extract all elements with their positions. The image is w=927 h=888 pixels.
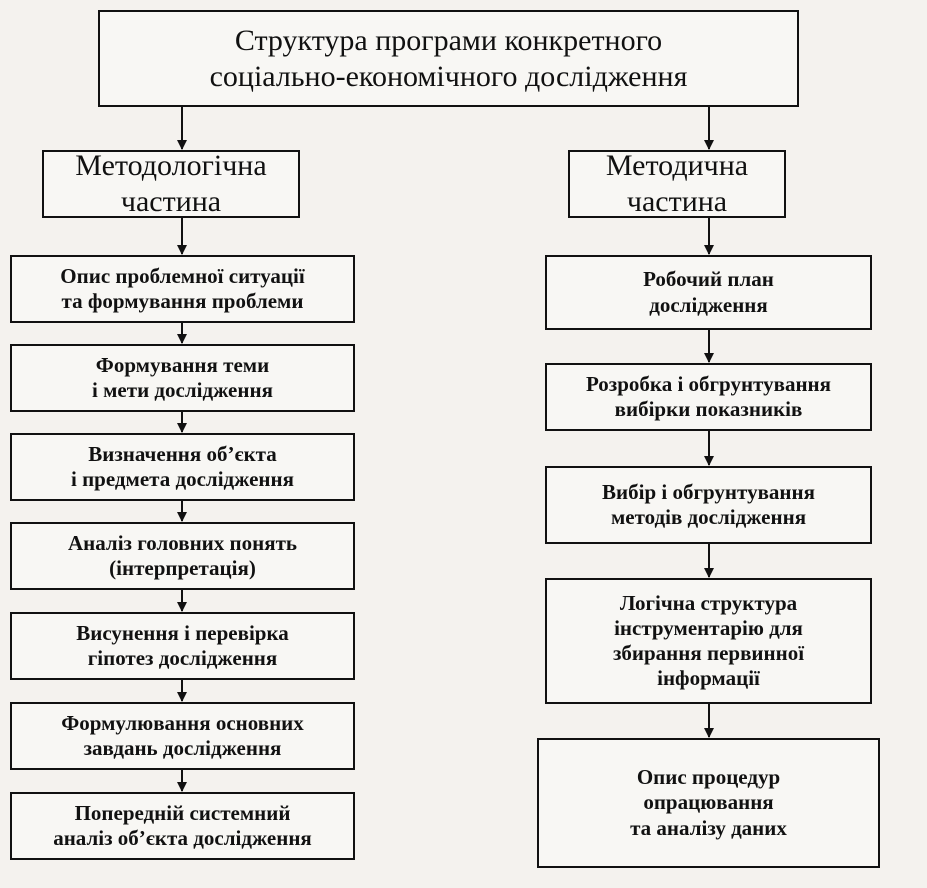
methodological-part-box: Методологічна частина [42,149,300,218]
methodological-step-3: Визначення об’єкта і предмета дослідженн… [10,433,355,501]
methodological-step-2: Формування теми і мети дослідження [10,344,355,412]
methodical-part-box: Методична частина [568,149,786,218]
methodological-step-4: Аналіз головних понять (інтерпретація) [10,522,355,590]
methodological-step-6: Формулювання основних завдань дослідженн… [10,702,355,770]
root-structure-box: Структура програми конкретного соціально… [98,10,799,107]
methodological-step-7: Попередній системний аналіз об’єкта досл… [10,792,355,860]
methodical-step-4: Логічна структура інструментарію для зби… [545,578,872,704]
methodological-step-1: Опис проблемної ситуації та формування п… [10,255,355,323]
methodical-step-5: Опис процедур опрацювання та аналізу дан… [537,738,880,868]
methodical-step-1: Робочий план дослідження [545,255,872,330]
methodological-step-5: Висунення і перевірка гіпотез дослідженн… [10,612,355,680]
methodical-step-2: Розробка і обгрунтування вибірки показни… [545,363,872,431]
methodical-step-3: Вибір і обгрунтування методів дослідженн… [545,466,872,544]
